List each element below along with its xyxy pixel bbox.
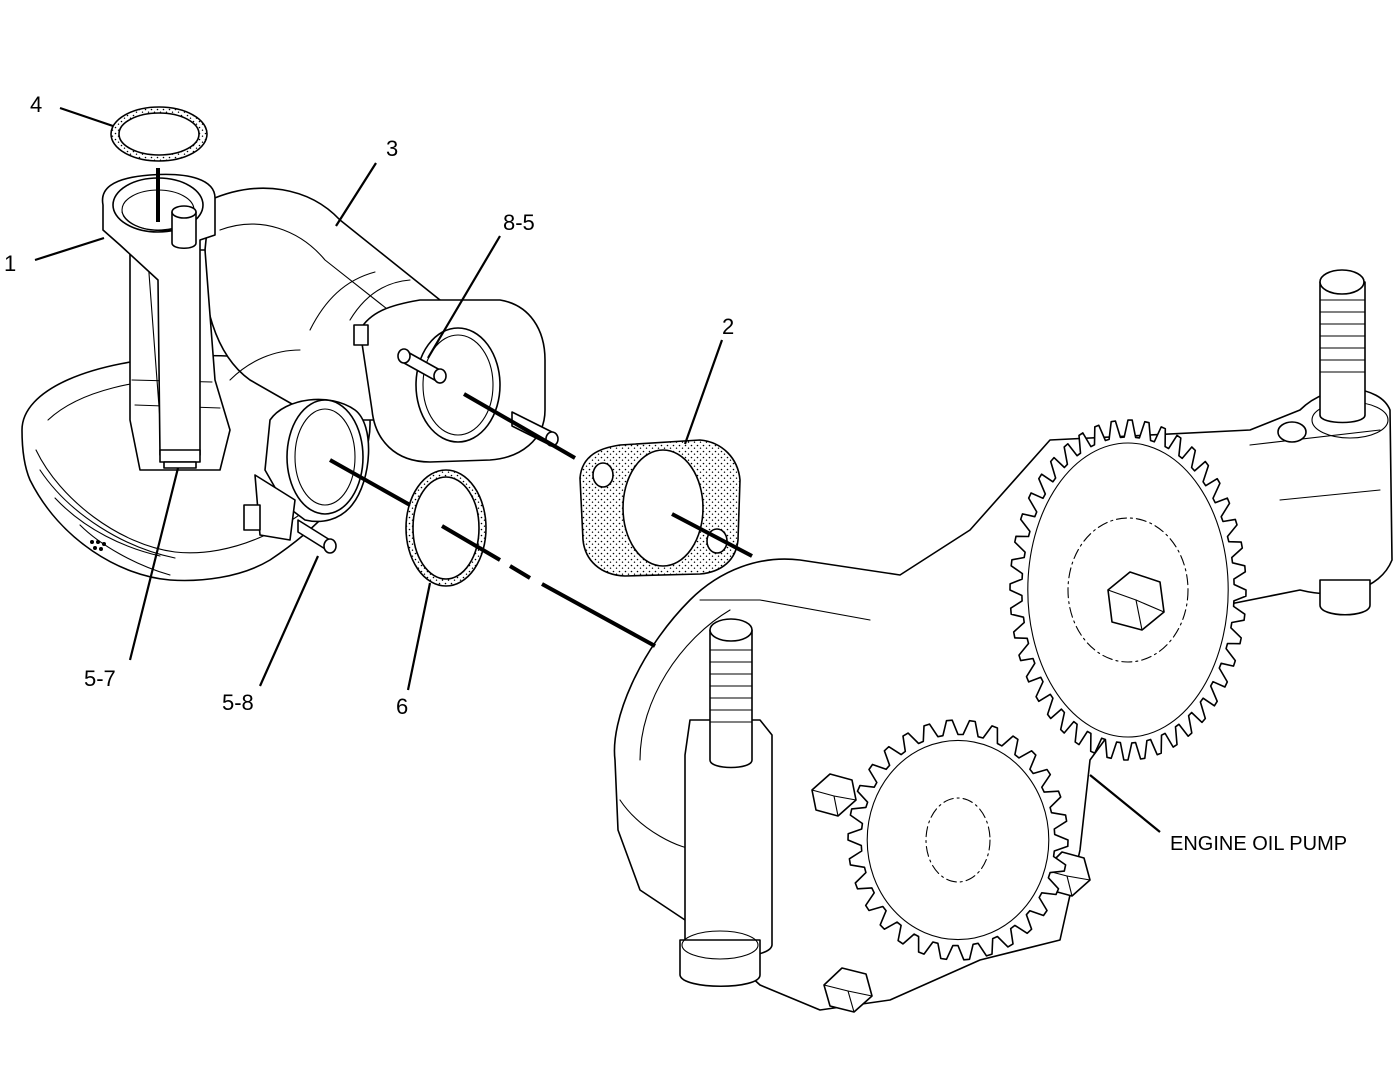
callout-5-8: 5-8 xyxy=(222,690,254,715)
callout-3: 3 xyxy=(386,136,398,161)
bell-rivets xyxy=(90,540,106,551)
side-outlet-flange xyxy=(243,398,370,554)
callout-8-5: 8-5 xyxy=(503,210,535,235)
callout-5-7: 5-7 xyxy=(84,666,116,691)
outlet-flange xyxy=(353,299,559,463)
small-idler-gear xyxy=(847,719,1069,961)
leader-lines xyxy=(34,106,1161,833)
callout-6: 6 xyxy=(396,694,408,719)
callout-engine-oil-pump: ENGINE OIL PUMP xyxy=(1170,833,1347,855)
engine-oil-pump xyxy=(613,269,1393,1013)
hex-bolt-1 xyxy=(811,773,857,817)
callout-4: 4 xyxy=(30,92,42,117)
o-ring-part-4 xyxy=(110,106,208,162)
assembly-axis-lines xyxy=(156,168,753,648)
callout-1: 1 xyxy=(4,251,16,276)
gasket-part-2 xyxy=(579,439,741,577)
callout-labels: 4 1 3 8-5 2 5-7 5-8 6 ENGINE OIL PUMP xyxy=(4,92,1347,855)
gear-center-nut xyxy=(1107,571,1165,631)
hex-bolt-3 xyxy=(823,967,873,1013)
bolt-right xyxy=(1319,579,1371,616)
callout-2: 2 xyxy=(722,314,734,339)
stud-top-right xyxy=(1319,269,1366,424)
stud-left xyxy=(679,618,773,987)
